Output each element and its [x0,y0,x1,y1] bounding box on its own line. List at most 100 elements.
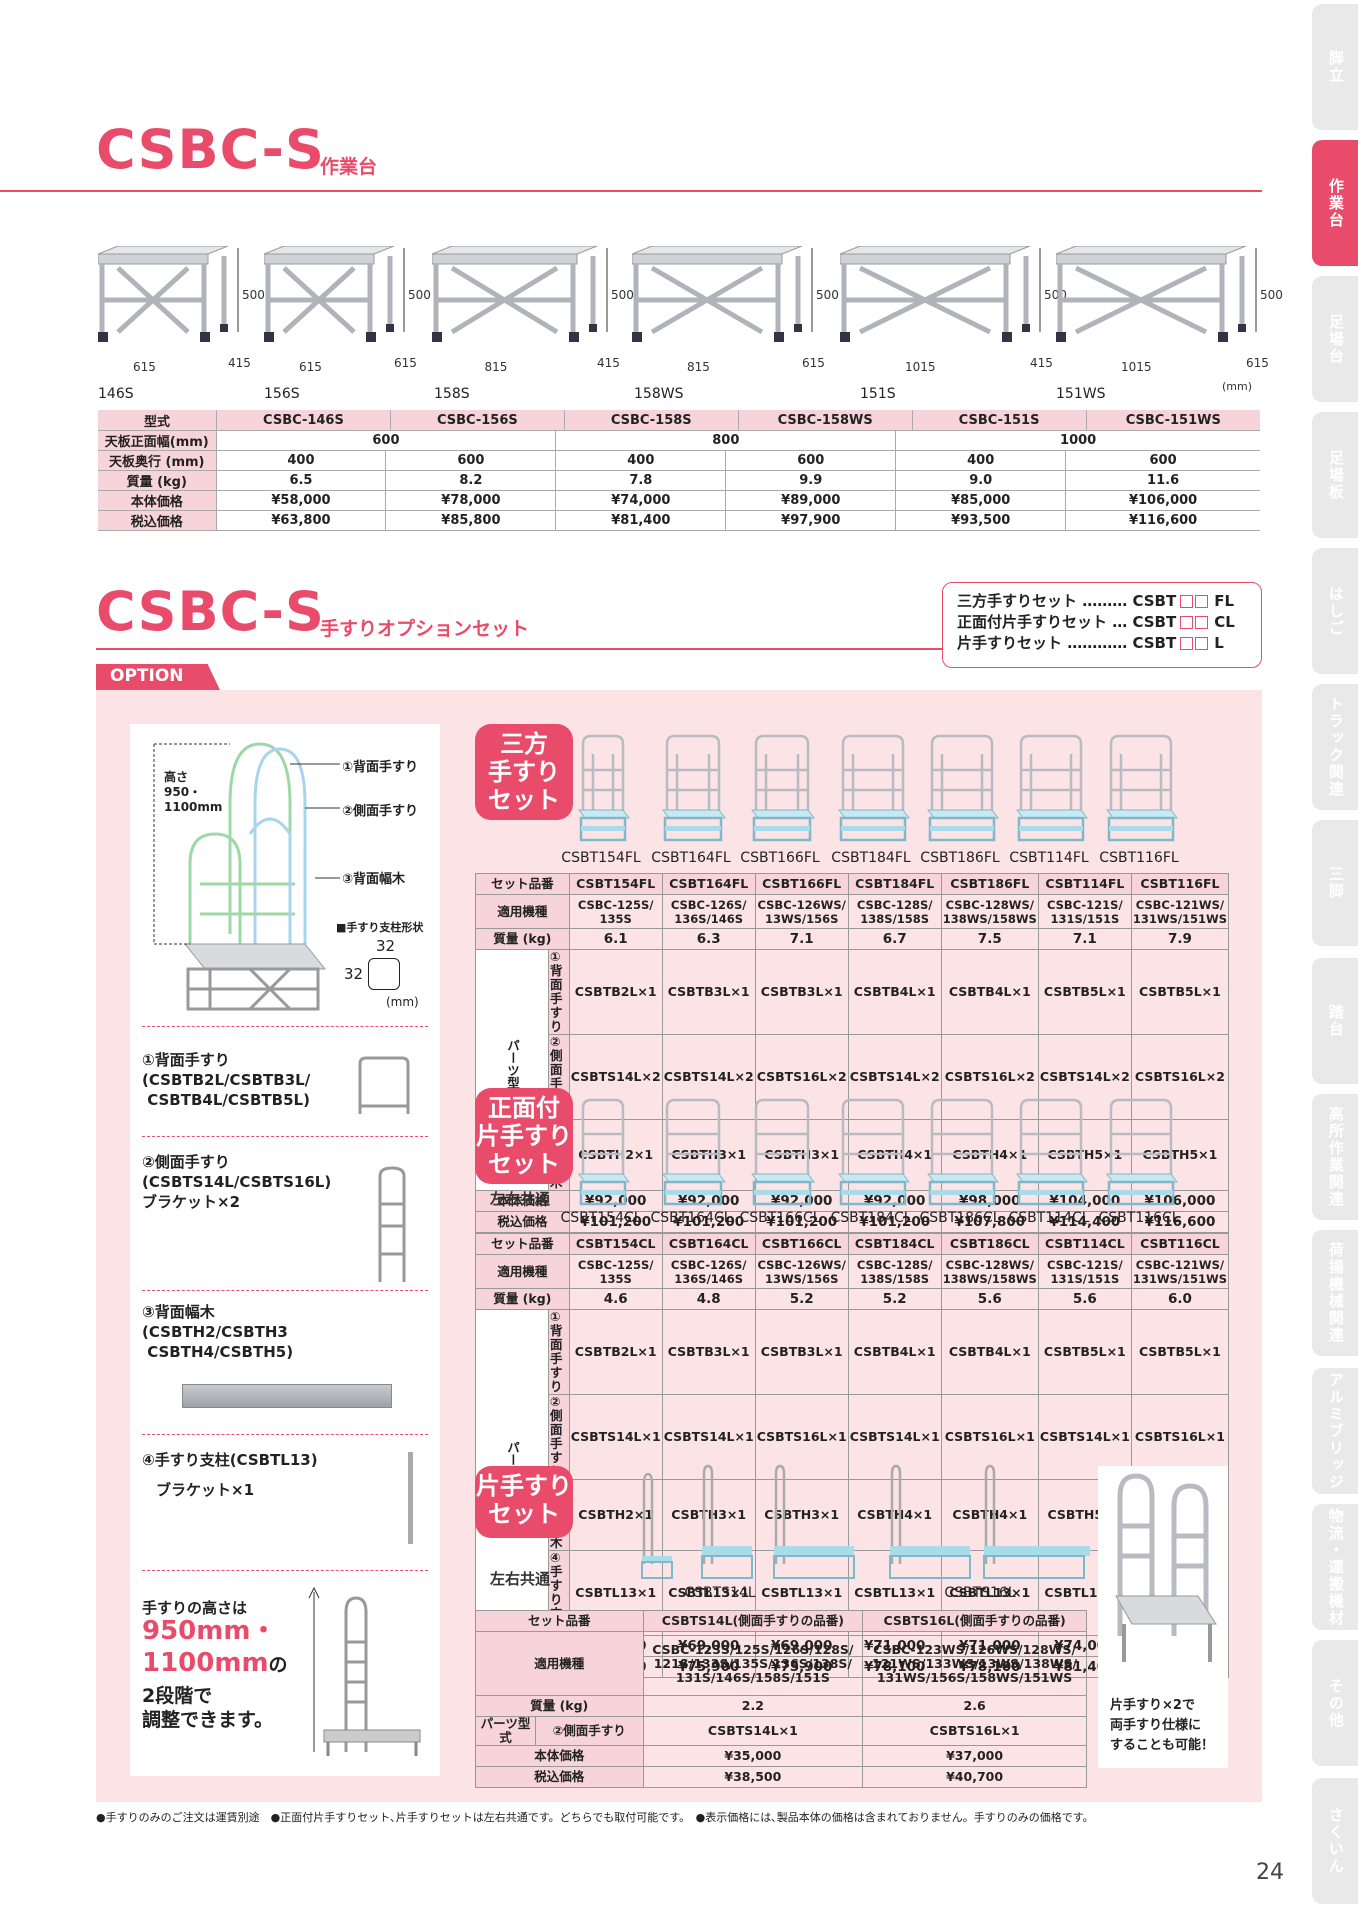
spec-cell: 400 [555,450,726,471]
section2-title: CSBC-S [96,580,325,643]
set-code-cell: CSBT116FL [1130,873,1230,895]
models-cell: CSBC-128WS/ 138WS/158WS [940,1254,1039,1289]
models-cell: CSBC-128S/ 138S/158S [847,894,942,929]
height-label: 高さ 950・ 1100mm [164,770,223,814]
mass-cell: 6.7 [847,928,942,950]
set-code-cell: CSBT184CL [847,1233,942,1255]
side-tab[interactable]: さくいん [1312,1778,1358,1904]
models-cell: CSBC-121WS/ 131WS/151WS [1130,1254,1230,1289]
set-code-cell: CSBT184FL [847,873,942,895]
part-rear-title: ①背面手すり [142,1051,230,1069]
part-cell: CSBTB3L×1 [661,1309,756,1395]
side-tab[interactable]: 三脚 [1312,820,1358,946]
dim-width: 815 [687,360,710,374]
side-tab[interactable]: 高所作業関連 [1312,1094,1358,1220]
product-name: 158S [434,386,470,402]
dim-height: 500 [1260,288,1283,302]
side-tab[interactable]: 物流・運搬機材 [1312,1504,1358,1630]
part-cell: CSBTS16L×1 [1130,1394,1230,1480]
side-tab[interactable]: 脚立 [1312,4,1358,130]
dim-height: 500 [242,288,265,302]
legend-box [1195,595,1209,608]
rear-rail-icon [358,1056,410,1114]
side-tab[interactable]: 踏台 [1312,958,1358,1084]
callout-rear-rail: ①背面手すり [342,760,419,775]
side-tab[interactable]: 足場台 [1312,276,1358,402]
part-baseboard-title: ③背面幅木 [142,1303,215,1321]
divider [142,1026,428,1027]
set-product-name: CSBT184FL [831,850,911,866]
set-product-name: CSBT166FL [740,850,820,866]
legend-suffix: CL [1214,613,1235,631]
section1-subtitle: 作業台 [320,156,378,178]
models-cell: CSBC-121S/ 131S/151S [1037,894,1132,929]
platform-image [264,246,405,342]
dim-width: 1015 [905,360,936,374]
mass-cell: 5.6 [940,1288,1039,1310]
mass-cell: 5.2 [754,1288,849,1310]
set-product-name: CSBT114CL [1008,1210,1090,1226]
section1-title: CSBC-S [96,118,325,181]
spec-cell: ¥85,000 [895,490,1066,511]
part-cell: CSBTS14L×2 [1037,1034,1132,1120]
side-tab[interactable]: アルミブリッジ [1312,1368,1358,1494]
l-name-16: CSBTS16L [944,1585,1016,1601]
note-line3: 調整できます。 [142,1709,274,1731]
spec-cell: ¥106,000 [1065,490,1260,511]
side-tab[interactable]: トラック関連 [1312,684,1358,810]
l-mass-14: 2.2 [642,1695,864,1717]
option-label: OPTION [96,664,220,690]
set-product-name: CSBT116CL [1098,1210,1180,1226]
legend-suffix: L [1214,634,1224,652]
set-code-cell: CSBT166FL [754,873,849,895]
models-label-cell: 適用機種 [475,1254,570,1289]
part-cell: CSBTB5L×1 [1037,1309,1132,1395]
spec-cell: ¥78,000 [385,490,556,511]
l-models-16: CSBC-123WS/126WS/128WS/ 121WS/133WS/13WS… [862,1631,1087,1696]
legend-row: 片手すりセット ………… CSBT L [957,633,1247,654]
part-side-detail: (CSBTS14L/CSBTS16L) ブラケット×2 [142,1173,332,1211]
product-name: 146S [98,386,134,402]
mass-cell: 5.2 [847,1288,942,1310]
spec-cell: ¥63,800 [215,510,386,531]
section1-rule [0,190,1262,192]
side-tab[interactable]: 荷揚機械関連 [1312,1230,1358,1356]
models-label-cell: 適用機種 [475,894,570,929]
note-950: 950mm・ [142,1616,277,1646]
side-tab[interactable]: 足場板 [1312,412,1358,538]
part-cell: CSBTB5L×1 [1037,949,1132,1035]
part-cell: CSBTB4L×1 [940,1309,1039,1395]
spec-cell: ¥74,000 [555,490,726,511]
note-line2: 2段階で [142,1685,213,1707]
tax-cell: ¥101,200 [754,1211,849,1233]
side-tab[interactable]: 作業台 [1312,140,1358,266]
dim-height: 500 [408,288,431,302]
part-cell: CSBTB2L×1 [568,949,663,1035]
models-cell: CSBC-126S/ 136S/146S [661,894,756,929]
set-code-cell: CSBT114FL [1037,873,1132,895]
part-baseboard-detail: (CSBTH2/CSBTH3 CSBTH4/CSBTH5) [142,1323,294,1361]
models-cell: CSBC-126WS/ 13WS/156S [754,894,849,929]
set-product-name: CSBT154CL [560,1210,642,1226]
set-image [578,1098,630,1206]
part-side-title: ②側面手すり [142,1153,230,1171]
badge-front-side: 正面付 片手すり セット [475,1088,573,1184]
set-product-name: CSBT154FL [561,850,641,866]
side-tab[interactable]: その他 [1312,1640,1358,1766]
l-parts-label: パーツ型式 [475,1716,536,1746]
part-cell: CSBTS14L×2 [661,1034,756,1120]
badge-three-side: 三方 手すり セット [475,724,573,820]
set-image [1016,734,1088,842]
model-cell: CSBC-151S [911,410,1087,430]
side-tab[interactable]: はしご [1312,548,1358,674]
spec-cell: 8.2 [385,470,556,491]
set-label-cell: セット品番 [475,1233,570,1255]
tax-label-cell: 税込価格 [475,1211,570,1233]
spec-cell: ¥85,800 [385,510,556,531]
set-image [578,734,630,842]
row-label-price: 本体価格 [98,490,216,511]
legend-text: 片手すりセット ………… CSBT [957,634,1177,652]
part-cell: CSBTH2×1 [568,1479,663,1551]
